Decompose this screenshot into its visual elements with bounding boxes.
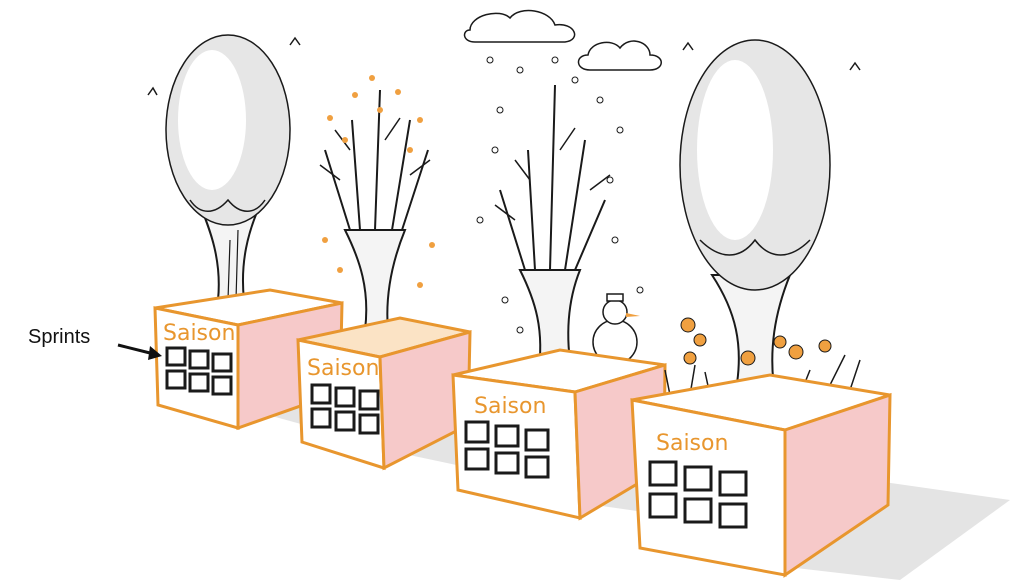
sprint-grid-summer bbox=[165, 346, 233, 396]
tree-autumn bbox=[319, 75, 435, 331]
sprint-cell bbox=[165, 346, 187, 367]
sprint-grid-winter bbox=[464, 420, 550, 479]
grass bbox=[664, 354, 861, 396]
snowflakes bbox=[476, 56, 644, 334]
sprint-cell bbox=[524, 455, 550, 479]
sprints-callout-label: Sprints bbox=[28, 326, 90, 348]
box-spring-side bbox=[783, 392, 892, 578]
sprint-cell bbox=[718, 502, 748, 529]
tree-winter bbox=[494, 84, 611, 376]
sprint-cell bbox=[188, 372, 210, 393]
flowers bbox=[680, 317, 832, 401]
box-autumn-label: Saison bbox=[307, 356, 379, 381]
box-summer-label: Saison bbox=[163, 321, 235, 346]
sprint-grid-spring bbox=[648, 460, 748, 529]
box-spring: Saison bbox=[630, 39, 892, 578]
tree-summer bbox=[165, 34, 291, 301]
sprint-cell bbox=[648, 460, 678, 487]
sprint-cell bbox=[211, 352, 233, 373]
sprint-cell bbox=[683, 497, 713, 524]
cloud-icon bbox=[463, 9, 662, 71]
sprint-cell bbox=[464, 420, 490, 444]
arrow-icon bbox=[117, 343, 151, 355]
tree-spring bbox=[679, 39, 831, 396]
sprint-grid-autumn bbox=[310, 383, 380, 435]
box-winter-label: Saison bbox=[474, 394, 546, 419]
sprint-cell bbox=[358, 389, 380, 411]
box-autumn: Saison bbox=[296, 75, 472, 471]
sprint-cell bbox=[165, 369, 187, 390]
sprint-cell bbox=[358, 413, 380, 435]
snowman-icon bbox=[592, 293, 640, 365]
sprint-cell bbox=[334, 410, 356, 432]
sprint-cell bbox=[211, 375, 233, 396]
sprint-cell bbox=[310, 383, 332, 405]
sprint-cell bbox=[188, 349, 210, 370]
sprint-cell bbox=[683, 465, 713, 492]
sprint-cell bbox=[334, 386, 356, 408]
sprint-cell bbox=[524, 428, 550, 452]
sprints-callout: Sprints bbox=[28, 326, 162, 360]
sprint-cell bbox=[648, 492, 678, 519]
sprint-cell bbox=[494, 451, 520, 475]
box-spring-front bbox=[630, 398, 787, 577]
sprint-cell bbox=[464, 447, 490, 471]
sprint-cell bbox=[310, 407, 332, 429]
sprint-cell bbox=[494, 424, 520, 448]
bird-icons bbox=[147, 36, 861, 96]
sprint-cell bbox=[718, 470, 748, 497]
box-summer: Saison bbox=[153, 34, 344, 431]
arrowhead-icon bbox=[148, 346, 162, 360]
box-spring-label: Saison bbox=[656, 431, 728, 456]
